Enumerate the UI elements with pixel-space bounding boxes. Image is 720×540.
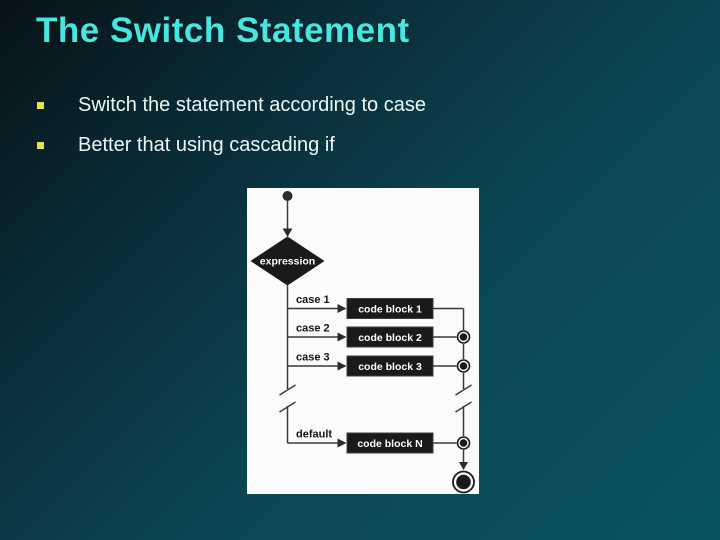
code-block-n-label: code block N <box>357 438 422 450</box>
bullet-square-icon <box>37 102 44 109</box>
break-mark-icon <box>455 384 472 396</box>
bullet-text-1: Switch the statement according to case <box>78 94 426 116</box>
end-node-icon <box>451 470 476 494</box>
bullet-item-2: Better that using cascading if <box>37 134 335 157</box>
flowchart-panel: expression case 1 code block 1 case 2 co… <box>247 188 479 494</box>
arrow-right-icon <box>337 332 347 342</box>
code-block-2-label: code block 2 <box>358 332 422 344</box>
arrow-right-icon <box>337 304 347 313</box>
default-label: default <box>296 429 332 441</box>
bullet-item-1: Switch the statement according to case <box>37 94 426 117</box>
switch-flowchart: expression case 1 code block 1 case 2 co… <box>250 191 476 494</box>
arrow-down-icon <box>282 228 293 237</box>
arrow-right-icon <box>337 361 347 371</box>
arrow-right-icon <box>337 438 347 448</box>
start-node-icon <box>282 191 293 201</box>
break-mark-icon <box>279 401 296 413</box>
break-mark-icon <box>279 384 296 396</box>
case-2-label: case 2 <box>296 323 330 335</box>
connector-dot-icon <box>456 359 471 373</box>
arrow-down-icon <box>459 462 468 470</box>
code-block-1-label: code block 1 <box>358 304 422 316</box>
decision-label: expression <box>260 256 315 268</box>
connector-dot-icon <box>456 436 471 450</box>
bullet-square-icon <box>37 142 44 149</box>
case-3-label: case 3 <box>296 352 330 364</box>
case-1-label: case 1 <box>296 294 330 306</box>
code-block-3-label: code block 3 <box>358 361 422 373</box>
slide-title: The Switch Statement <box>36 11 410 50</box>
connector-dot-icon <box>456 330 471 344</box>
break-mark-icon <box>455 401 472 413</box>
decision-diamond <box>250 236 325 286</box>
bullet-text-2: Better that using cascading if <box>78 134 335 156</box>
